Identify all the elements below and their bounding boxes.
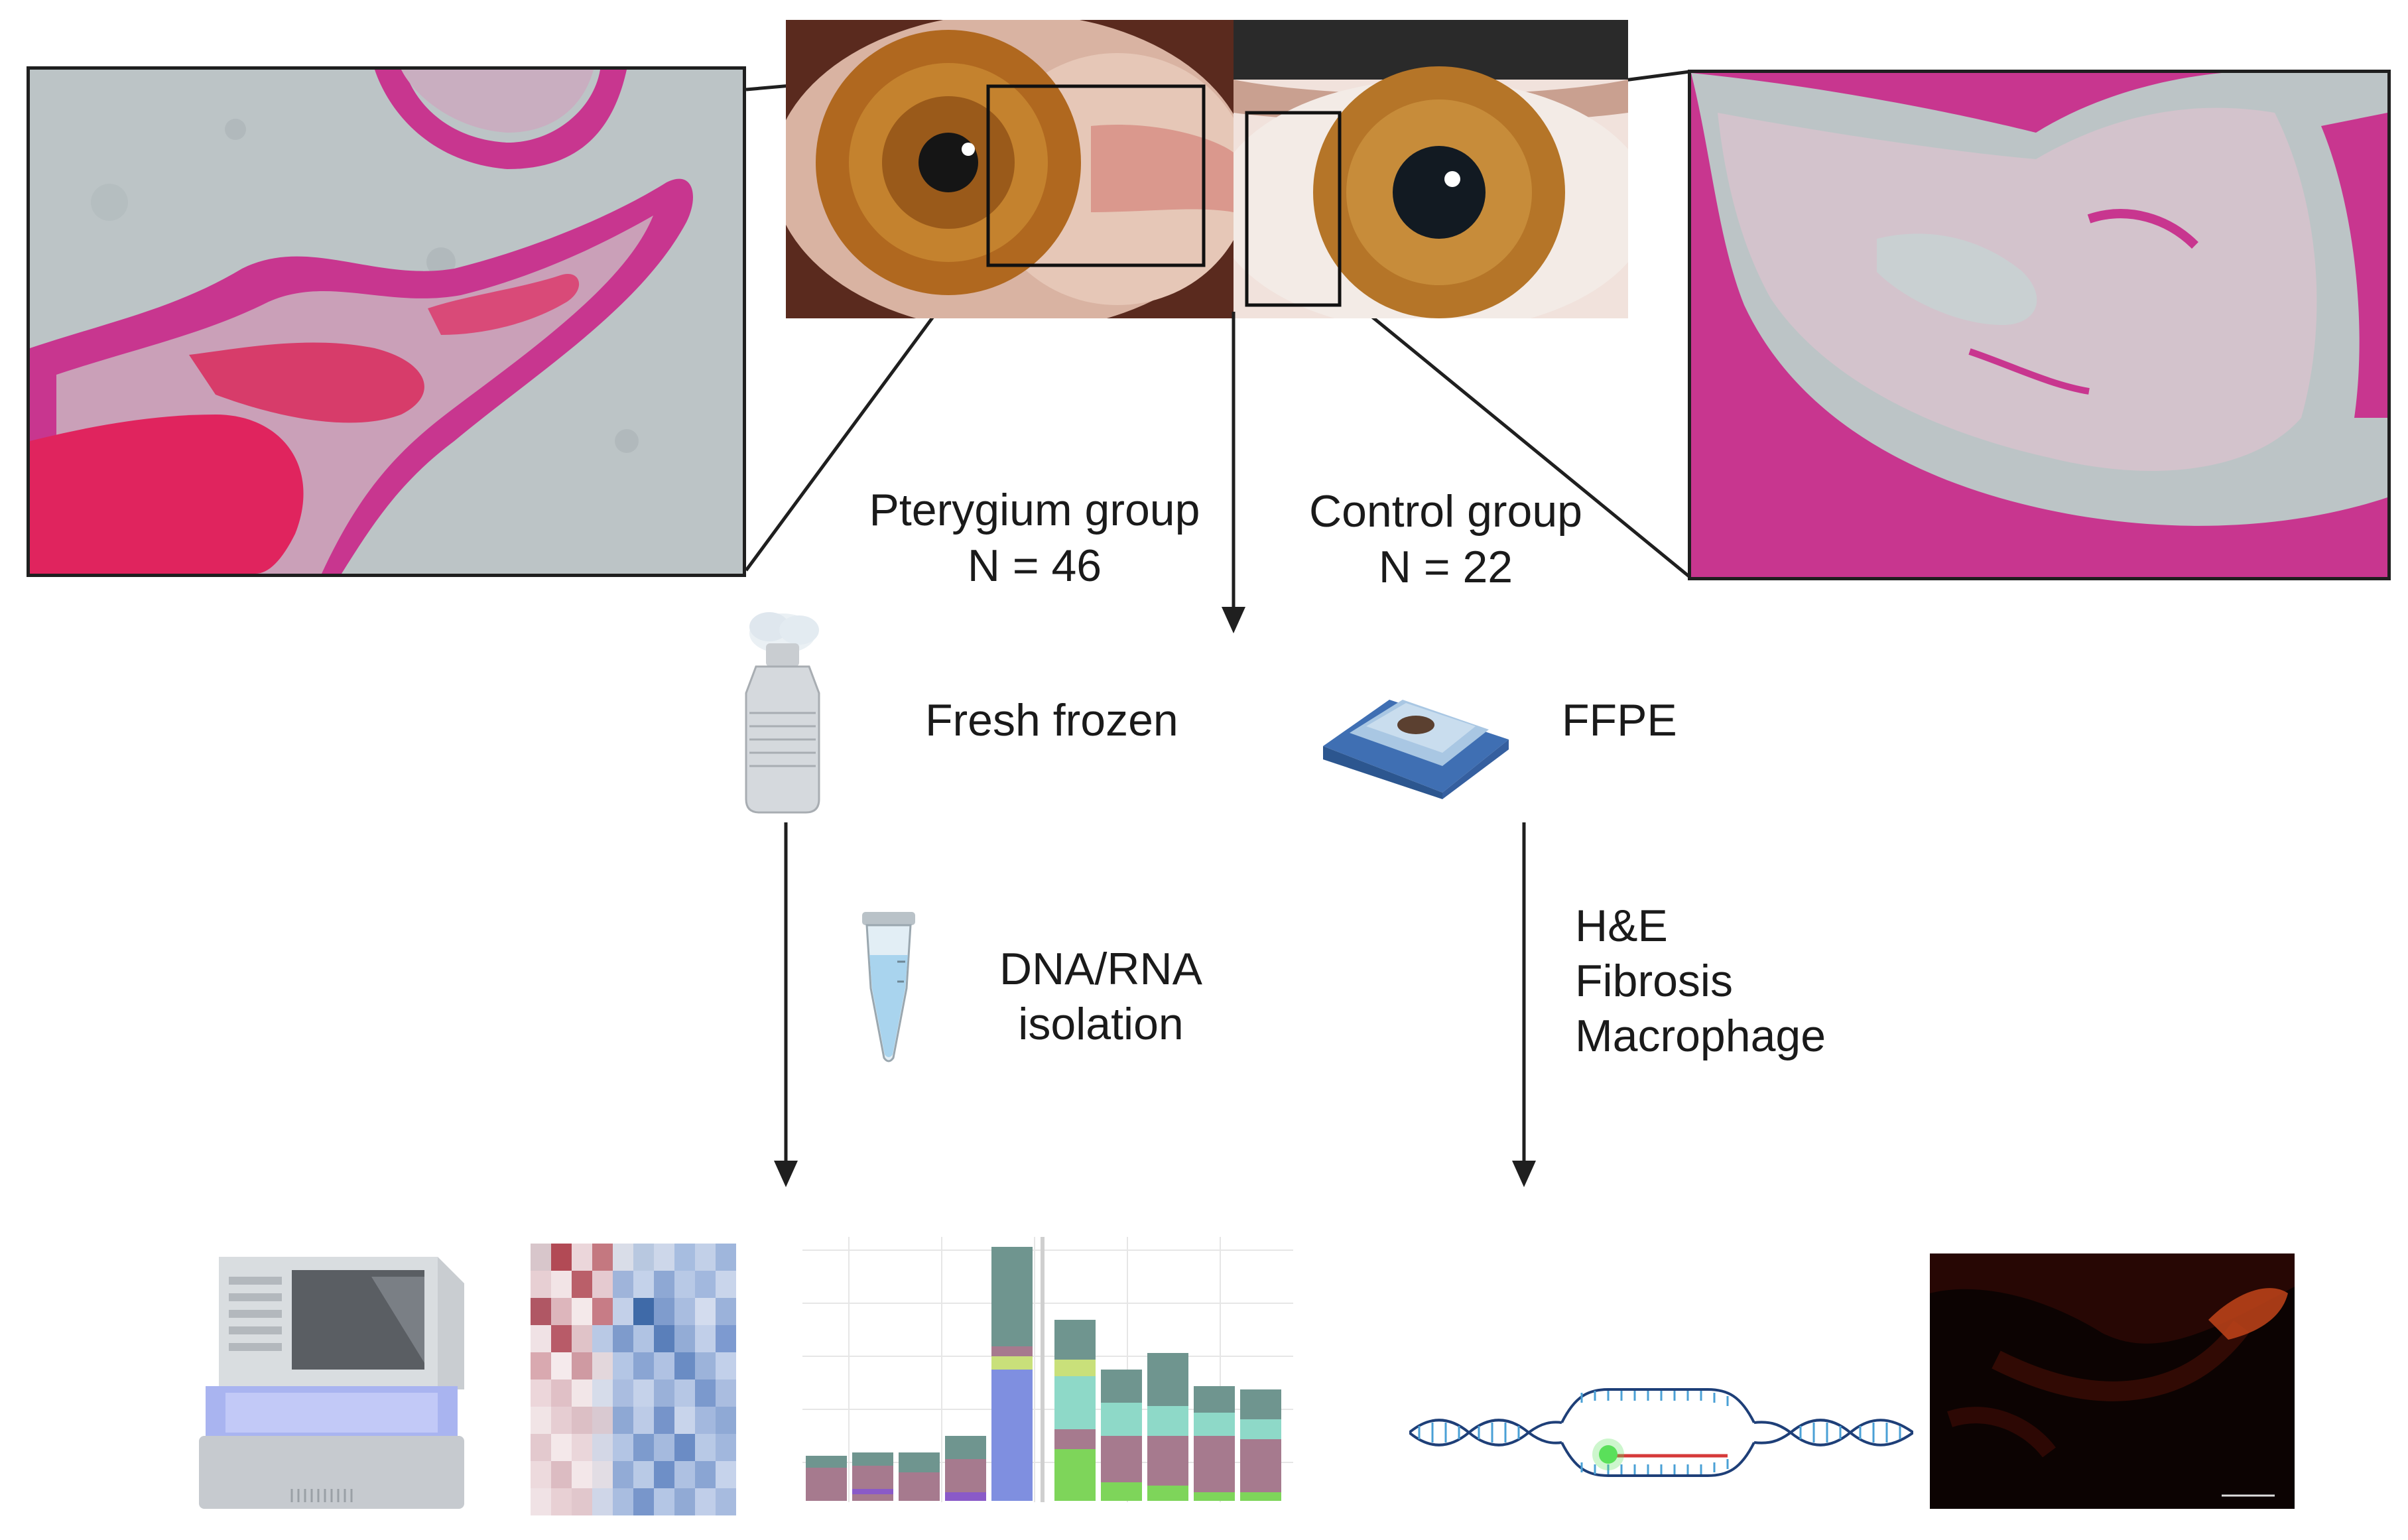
pterygium-histology-image	[27, 66, 746, 577]
pterygium-group-label: Pterygium group	[869, 485, 1200, 535]
dna-amplification-icon	[1409, 1370, 1913, 1496]
ffpe-label: FFPE	[1562, 695, 1677, 745]
pterygium-group-count: N = 46	[967, 541, 1102, 591]
stacked-bar-chart-icon	[802, 1237, 1293, 1509]
he-stained-tissue-icon	[30, 70, 743, 574]
heatmap-icon	[531, 1244, 736, 1515]
fluorescence-micrograph-icon	[1930, 1253, 2295, 1509]
pterygium-eye-photo	[786, 20, 1234, 318]
ffpe-block-icon	[1310, 667, 1522, 799]
microcentrifuge-tube-icon	[859, 909, 919, 1068]
macrophage-label: Macrophage	[1575, 1011, 1826, 1061]
healthy-eye-icon	[1234, 20, 1628, 318]
fibrosis-label: Fibrosis	[1575, 956, 1734, 1006]
control-group-label: Control group	[1308, 486, 1583, 537]
eye-with-pterygium-icon	[786, 20, 1234, 318]
he-label: H&E	[1575, 901, 1668, 951]
control-group-count: N = 22	[1378, 542, 1513, 592]
fresh-frozen-label: Fresh frozen	[925, 695, 1178, 745]
liquid-nitrogen-dewar-icon	[729, 607, 836, 816]
sequencer-icon	[199, 1237, 464, 1515]
isolation-label-line2: isolation	[1018, 999, 1184, 1049]
control-histology-image	[1688, 70, 2391, 580]
he-stained-tissue-icon	[1691, 73, 2387, 577]
isolation-label-line1: DNA/RNA	[999, 944, 1203, 994]
control-eye-photo	[1234, 20, 1628, 318]
